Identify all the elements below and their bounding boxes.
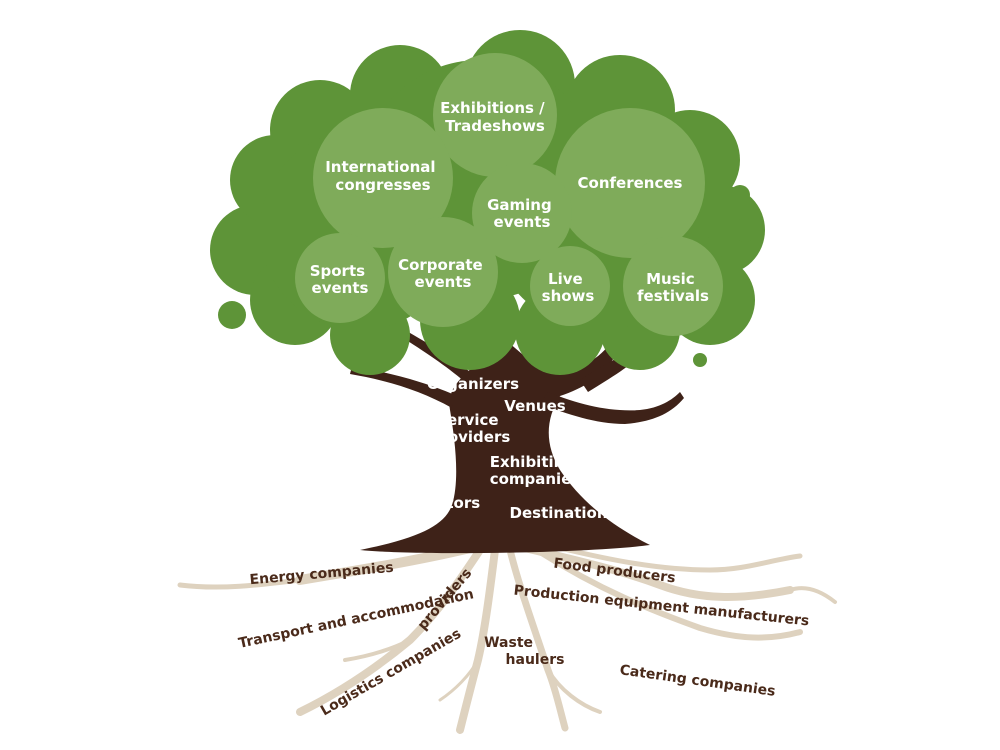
root-line bbox=[438, 658, 480, 702]
branch bbox=[400, 330, 470, 382]
crown-labels: Exhibitions / Tradeshows International c… bbox=[310, 99, 709, 305]
circle-conferences bbox=[555, 108, 705, 258]
label-music: Music festivals bbox=[637, 270, 709, 305]
foliage-blob bbox=[693, 353, 707, 367]
label-live: Live shows bbox=[542, 270, 595, 305]
trunk-shape bbox=[360, 340, 650, 554]
root-line bbox=[521, 544, 794, 601]
root-line bbox=[788, 586, 837, 604]
circle-international bbox=[313, 108, 453, 248]
trunk-labels: Organizers Venues Service providers Exhi… bbox=[416, 375, 617, 522]
label-destinations: Destinations bbox=[510, 504, 617, 522]
label-catering: Catering companies bbox=[619, 662, 777, 700]
label-exhibiting: Exhibiting companies bbox=[490, 453, 581, 488]
label-logistics: Logistics companies bbox=[318, 626, 464, 719]
root-line bbox=[343, 638, 412, 662]
label-international: International congresses bbox=[325, 158, 441, 194]
foliage-blob bbox=[733, 218, 757, 242]
circle-sports bbox=[295, 233, 385, 323]
label-organizers: Organizers bbox=[427, 375, 519, 393]
label-service: Service providers bbox=[430, 411, 511, 446]
roots bbox=[177, 543, 837, 734]
root-line bbox=[557, 545, 803, 573]
label-gaming: Gaming events bbox=[487, 196, 557, 231]
circle-music bbox=[623, 236, 723, 336]
label-venues: Venues bbox=[504, 397, 565, 415]
label-corporate: Corporate events bbox=[398, 256, 488, 291]
circle-corporate bbox=[388, 217, 498, 327]
branch bbox=[540, 392, 684, 424]
root-line bbox=[177, 577, 303, 590]
label-sports: Sports events bbox=[310, 262, 371, 297]
branch bbox=[350, 366, 455, 408]
root-labels: Energy companies Transport and accommoda… bbox=[237, 556, 810, 720]
label-visitors: Visitors bbox=[416, 494, 480, 512]
label-conferences: Conferences bbox=[578, 174, 683, 192]
root-line bbox=[546, 668, 602, 714]
foliage-blob bbox=[218, 301, 246, 329]
root-line bbox=[506, 546, 569, 732]
label-energy: Energy companies bbox=[249, 560, 394, 589]
circle-live bbox=[530, 246, 610, 326]
label-exhibitions: Exhibitions / Tradeshows bbox=[440, 99, 550, 135]
root-line bbox=[537, 549, 803, 641]
crown-circles bbox=[295, 53, 723, 336]
circle-exhibitions bbox=[433, 53, 557, 177]
foliage-blob bbox=[730, 185, 750, 205]
label-waste: Waste haulers bbox=[484, 635, 564, 668]
circle-gaming bbox=[472, 163, 572, 263]
